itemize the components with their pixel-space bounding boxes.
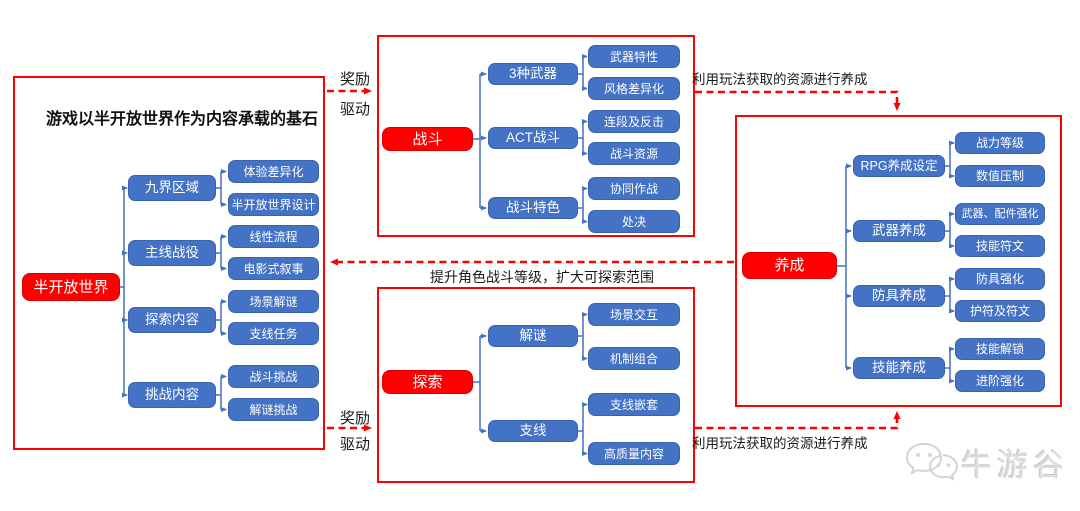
root-node-semi-open-world: 半开放世界: [22, 273, 120, 301]
label-resource-top: 利用玩法获取的资源进行养成: [692, 72, 868, 87]
branch-node: 武器养成: [853, 220, 945, 242]
leaf-node: 护符及符文: [955, 300, 1045, 322]
leaf-node: 场景解谜: [228, 290, 319, 313]
leaf-node: 数值压制: [955, 165, 1045, 187]
leaf-node: 风格差异化: [588, 77, 680, 100]
wechat-icon: [905, 442, 959, 481]
branch-node: 解谜: [488, 325, 578, 347]
leaf-node: 支线任务: [228, 322, 319, 345]
label-reward-bottom-line1: 奖励: [339, 410, 370, 427]
branch-node: 挑战内容: [128, 382, 216, 408]
leaf-node: 体验差异化: [228, 160, 319, 183]
leaf-node: 处决: [588, 210, 680, 233]
leaf-node: 连段及反击: [588, 110, 680, 133]
label-reward-top-line1: 奖励: [339, 71, 370, 88]
branch-node: 探索内容: [128, 307, 216, 333]
root-node-growth: 养成: [742, 252, 837, 279]
branch-node: 九界区域: [128, 175, 216, 201]
leaf-node: 技能解锁: [955, 338, 1045, 360]
label-resource-bottom: 利用玩法获取的资源进行养成: [692, 436, 868, 451]
label-reward-top-line2: 驱动: [339, 101, 370, 118]
leaf-node: 战斗挑战: [228, 365, 319, 388]
root-node-combat: 战斗: [382, 127, 473, 151]
arrow-resource-top: [695, 90, 901, 111]
leaf-node: 机制组合: [588, 347, 680, 370]
arrow-resource-bottom: [695, 411, 901, 430]
branch-node: 支线: [488, 420, 578, 442]
leaf-node: 场景交互: [588, 303, 680, 326]
leaf-node: 武器特性: [588, 45, 680, 68]
leaf-node: 进阶强化: [955, 370, 1045, 392]
leaf-node: 线性流程: [228, 225, 319, 248]
branch-node: 技能养成: [853, 357, 945, 379]
watermark: 牛游谷: [903, 438, 1069, 486]
branch-node: 3种武器: [488, 63, 578, 85]
leaf-node: 高质量内容: [588, 442, 680, 465]
leaf-node: 战斗资源: [588, 142, 680, 165]
left-panel-title: 游戏以半开放世界作为内容承载的基石: [46, 111, 319, 128]
branch-node: 战斗特色: [488, 197, 578, 219]
leaf-node: 战力等级: [955, 132, 1045, 154]
branch-node: RPG养成设定: [853, 155, 945, 177]
leaf-node: 支线嵌套: [588, 393, 680, 416]
label-reward-bottom-line2: 驱动: [339, 436, 370, 453]
leaf-node: 电影式叙事: [228, 257, 319, 280]
watermark-text: 牛游谷: [961, 447, 1069, 483]
leaf-node: 技能符文: [955, 235, 1045, 257]
leaf-node: 防具强化: [955, 268, 1045, 290]
leaf-node: 半开放世界设计: [228, 193, 319, 216]
leaf-node: 协同作战: [588, 177, 680, 200]
branch-node: 防具养成: [853, 285, 945, 307]
root-node-explore: 探索: [382, 370, 473, 394]
branch-node: 主线战役: [128, 240, 216, 266]
branch-node: ACT战斗: [488, 127, 578, 149]
leaf-node: 武器、配件强化: [955, 203, 1045, 225]
label-progress-middle: 提升角色战斗等级，扩大可探索范围: [430, 269, 654, 285]
leaf-node: 解谜挑战: [228, 398, 319, 421]
